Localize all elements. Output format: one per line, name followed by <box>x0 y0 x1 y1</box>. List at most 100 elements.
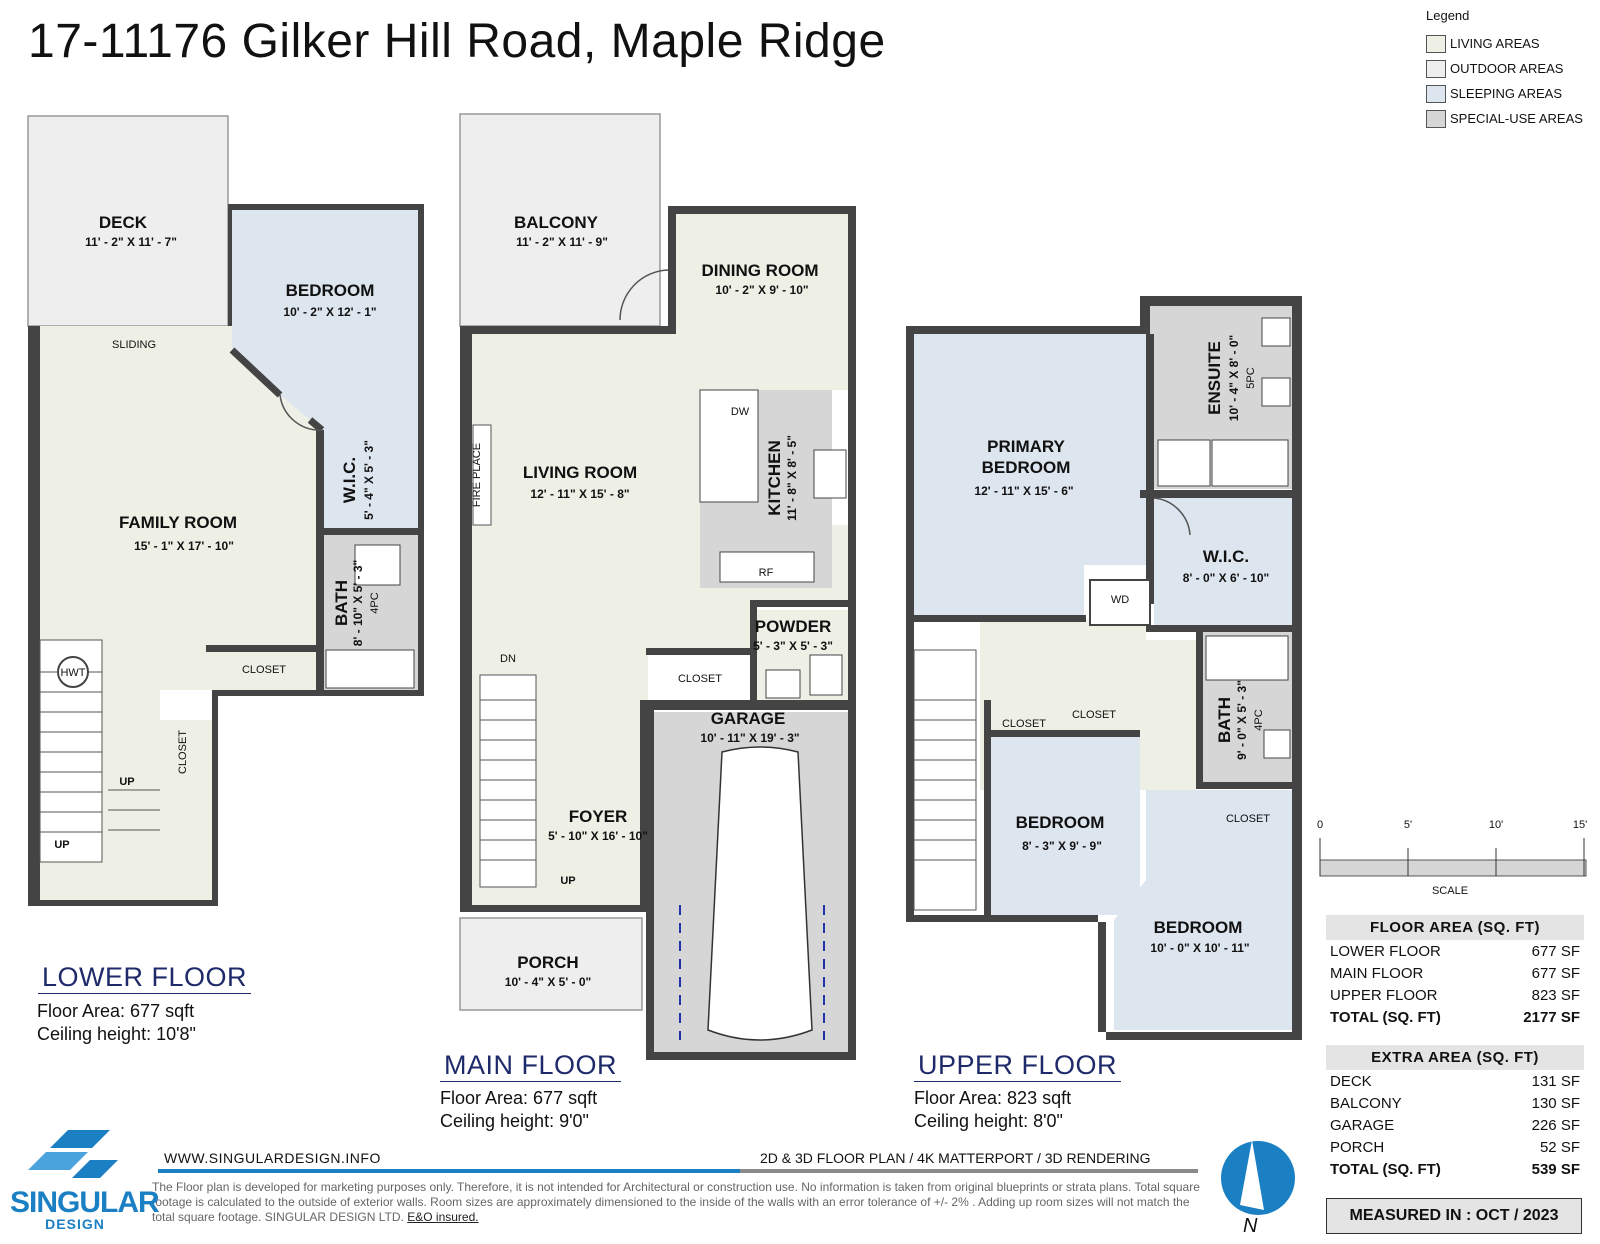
foyer-label: FOYER <box>569 807 628 826</box>
upper-floor-title: UPPER FLOOR <box>914 1050 1122 1082</box>
porch-dim: 10' - 4" X 5' - 0" <box>505 975 591 989</box>
ensuite-type: 5PC <box>1245 367 1257 388</box>
table-row: DECK 131 SF <box>1326 1070 1584 1092</box>
primary-bedroom-area <box>914 334 1146 620</box>
sink-icon <box>1261 377 1291 407</box>
wic-area <box>322 430 418 530</box>
garage-wall <box>640 700 856 710</box>
bedroom-area <box>232 210 418 430</box>
bedroom-3-dim: 10' - 0" X 10' - 11" <box>1150 941 1249 955</box>
row-label: DECK <box>1330 1072 1372 1090</box>
garage-dim: 10' - 11" X 19' - 3" <box>700 731 799 745</box>
up-label: UP <box>54 839 69 851</box>
legend-item-outdoor: OUTDOOR AREAS <box>1426 56 1583 81</box>
sink-icon <box>765 669 801 699</box>
bedroom-3-area <box>1114 790 1292 1030</box>
wall <box>1140 490 1300 498</box>
brand-sub: DESIGN <box>45 1216 105 1232</box>
wall <box>316 528 420 535</box>
wall <box>1196 625 1203 785</box>
closet-label: CLOSET <box>1002 718 1046 730</box>
upper-floor-info: Floor Area: 823 sqft Ceiling height: 8'0… <box>914 1087 1071 1133</box>
lower-floor-info: Floor Area: 677 sqft Ceiling height: 10'… <box>37 1000 196 1046</box>
legend-item-living: LIVING AREAS <box>1426 31 1583 56</box>
legend-item-special: SPECIAL-USE AREAS <box>1426 106 1583 131</box>
row-value: 131 SF <box>1531 1072 1580 1090</box>
wic-label: W.I.C. <box>1203 547 1249 566</box>
toilet-icon <box>354 544 401 586</box>
measured-date: MEASURED IN : OCT / 2023 <box>1326 1198 1582 1234</box>
main-floor-info: Floor Area: 677 sqft Ceiling height: 9'0… <box>440 1087 597 1133</box>
powder-label: POWDER <box>755 617 832 636</box>
sink-icon <box>1263 729 1291 759</box>
lower-floor-ceiling: Ceiling height: 10'8" <box>37 1024 196 1044</box>
foyer-dim: 5' - 10" X 16' - 10" <box>548 829 648 843</box>
bedroom-dim: 10' - 2" X 12' - 1" <box>283 305 376 319</box>
water-heater-icon <box>57 656 89 688</box>
fridge-label: RF <box>759 567 774 579</box>
kitchen-label: KITCHEN <box>765 440 784 516</box>
bedroom-2-dim: 8' - 3" X 9' - 9" <box>1022 839 1102 853</box>
wall <box>984 730 1140 737</box>
wall <box>316 430 324 695</box>
wall <box>984 700 991 922</box>
wall <box>1146 625 1298 632</box>
stairs <box>479 674 537 888</box>
main-floor-ceiling: Ceiling height: 9'0" <box>440 1111 589 1131</box>
row-value: 2177 SF <box>1523 1008 1580 1026</box>
services-text: 2D & 3D FLOOR PLAN / 4K MATTERPORT / 3D … <box>760 1150 1151 1166</box>
legend-item-sleeping: SLEEPING AREAS <box>1426 81 1583 106</box>
scale-tick-label: 5' <box>1404 819 1412 831</box>
brand-name: SINGULAR <box>10 1186 160 1219</box>
wall <box>229 347 283 398</box>
scale-label: SCALE <box>1432 885 1468 897</box>
fireplace-label: FIRE PLACE <box>471 443 483 507</box>
washer-dryer <box>1089 579 1151 626</box>
family-room-area <box>40 326 322 900</box>
row-label: TOTAL (SQ. FT) <box>1330 1008 1441 1026</box>
main-floor-plan: BALCONY 11' - 2" X 11' - 9" DINING ROOM … <box>459 113 856 1060</box>
page-title: 17-11176 Gilker Hill Road, Maple Ridge <box>28 15 886 68</box>
upper-floor-ceiling: Ceiling height: 8'0" <box>914 1111 1063 1131</box>
powder-dim: 5' - 3" X 5' - 3" <box>753 639 833 653</box>
scale-bar-fill <box>1319 859 1587 877</box>
upper-floor-plan: PRIMARY BEDROOM 12' - 11" X 15' - 6" ENS… <box>906 296 1302 1040</box>
family-room-dim: 15' - 1" X 17' - 10" <box>134 539 234 553</box>
eo-insured: E&O insured. <box>407 1210 479 1224</box>
brand-logo: SINGULAR DESIGN <box>10 1186 160 1232</box>
living-area <box>472 214 848 905</box>
hwt-label: HWT <box>60 667 85 679</box>
up-label: UP <box>560 875 575 887</box>
kitchen-dim: 11' - 8" X 8' - 5" <box>785 435 799 521</box>
deck-area <box>27 115 229 327</box>
legend-swatch <box>1426 109 1446 128</box>
door-swing <box>279 394 323 431</box>
bath-label: BATH <box>1215 697 1234 743</box>
upper-floor-area: Floor Area: 823 sqft <box>914 1088 1072 1108</box>
row-label: TOTAL (SQ. FT) <box>1330 1160 1441 1178</box>
website-link[interactable]: WWW.SINGULARDESIGN.INFO <box>164 1150 381 1166</box>
down-label: DN <box>500 653 516 665</box>
closet-label: CLOSET <box>1226 813 1270 825</box>
closet-label: CLOSET <box>177 730 189 774</box>
table-total-row: TOTAL (SQ. FT)539 SF <box>1326 1158 1584 1180</box>
legend-swatch <box>1426 59 1446 78</box>
closet-label: CLOSET <box>678 673 722 685</box>
table-total-row: TOTAL (SQ. FT) 2177 SF <box>1326 1006 1584 1028</box>
shower-icon <box>1157 439 1211 487</box>
lower-floor-area: Floor Area: 677 sqft <box>37 1001 195 1021</box>
lower-floor-plan: DECK 11' - 2" X 11' - 7" BEDROOM 10' - 2… <box>27 115 424 906</box>
primary-bedroom-label: PRIMARY <box>987 437 1065 456</box>
bedroom-label: BEDROOM <box>286 281 375 300</box>
legend-swatch <box>1426 84 1446 103</box>
dishwasher-label: DW <box>731 406 750 418</box>
ensuite-dim: 10' - 4" X 8' - 0" <box>1227 335 1241 421</box>
wall <box>906 615 1086 622</box>
